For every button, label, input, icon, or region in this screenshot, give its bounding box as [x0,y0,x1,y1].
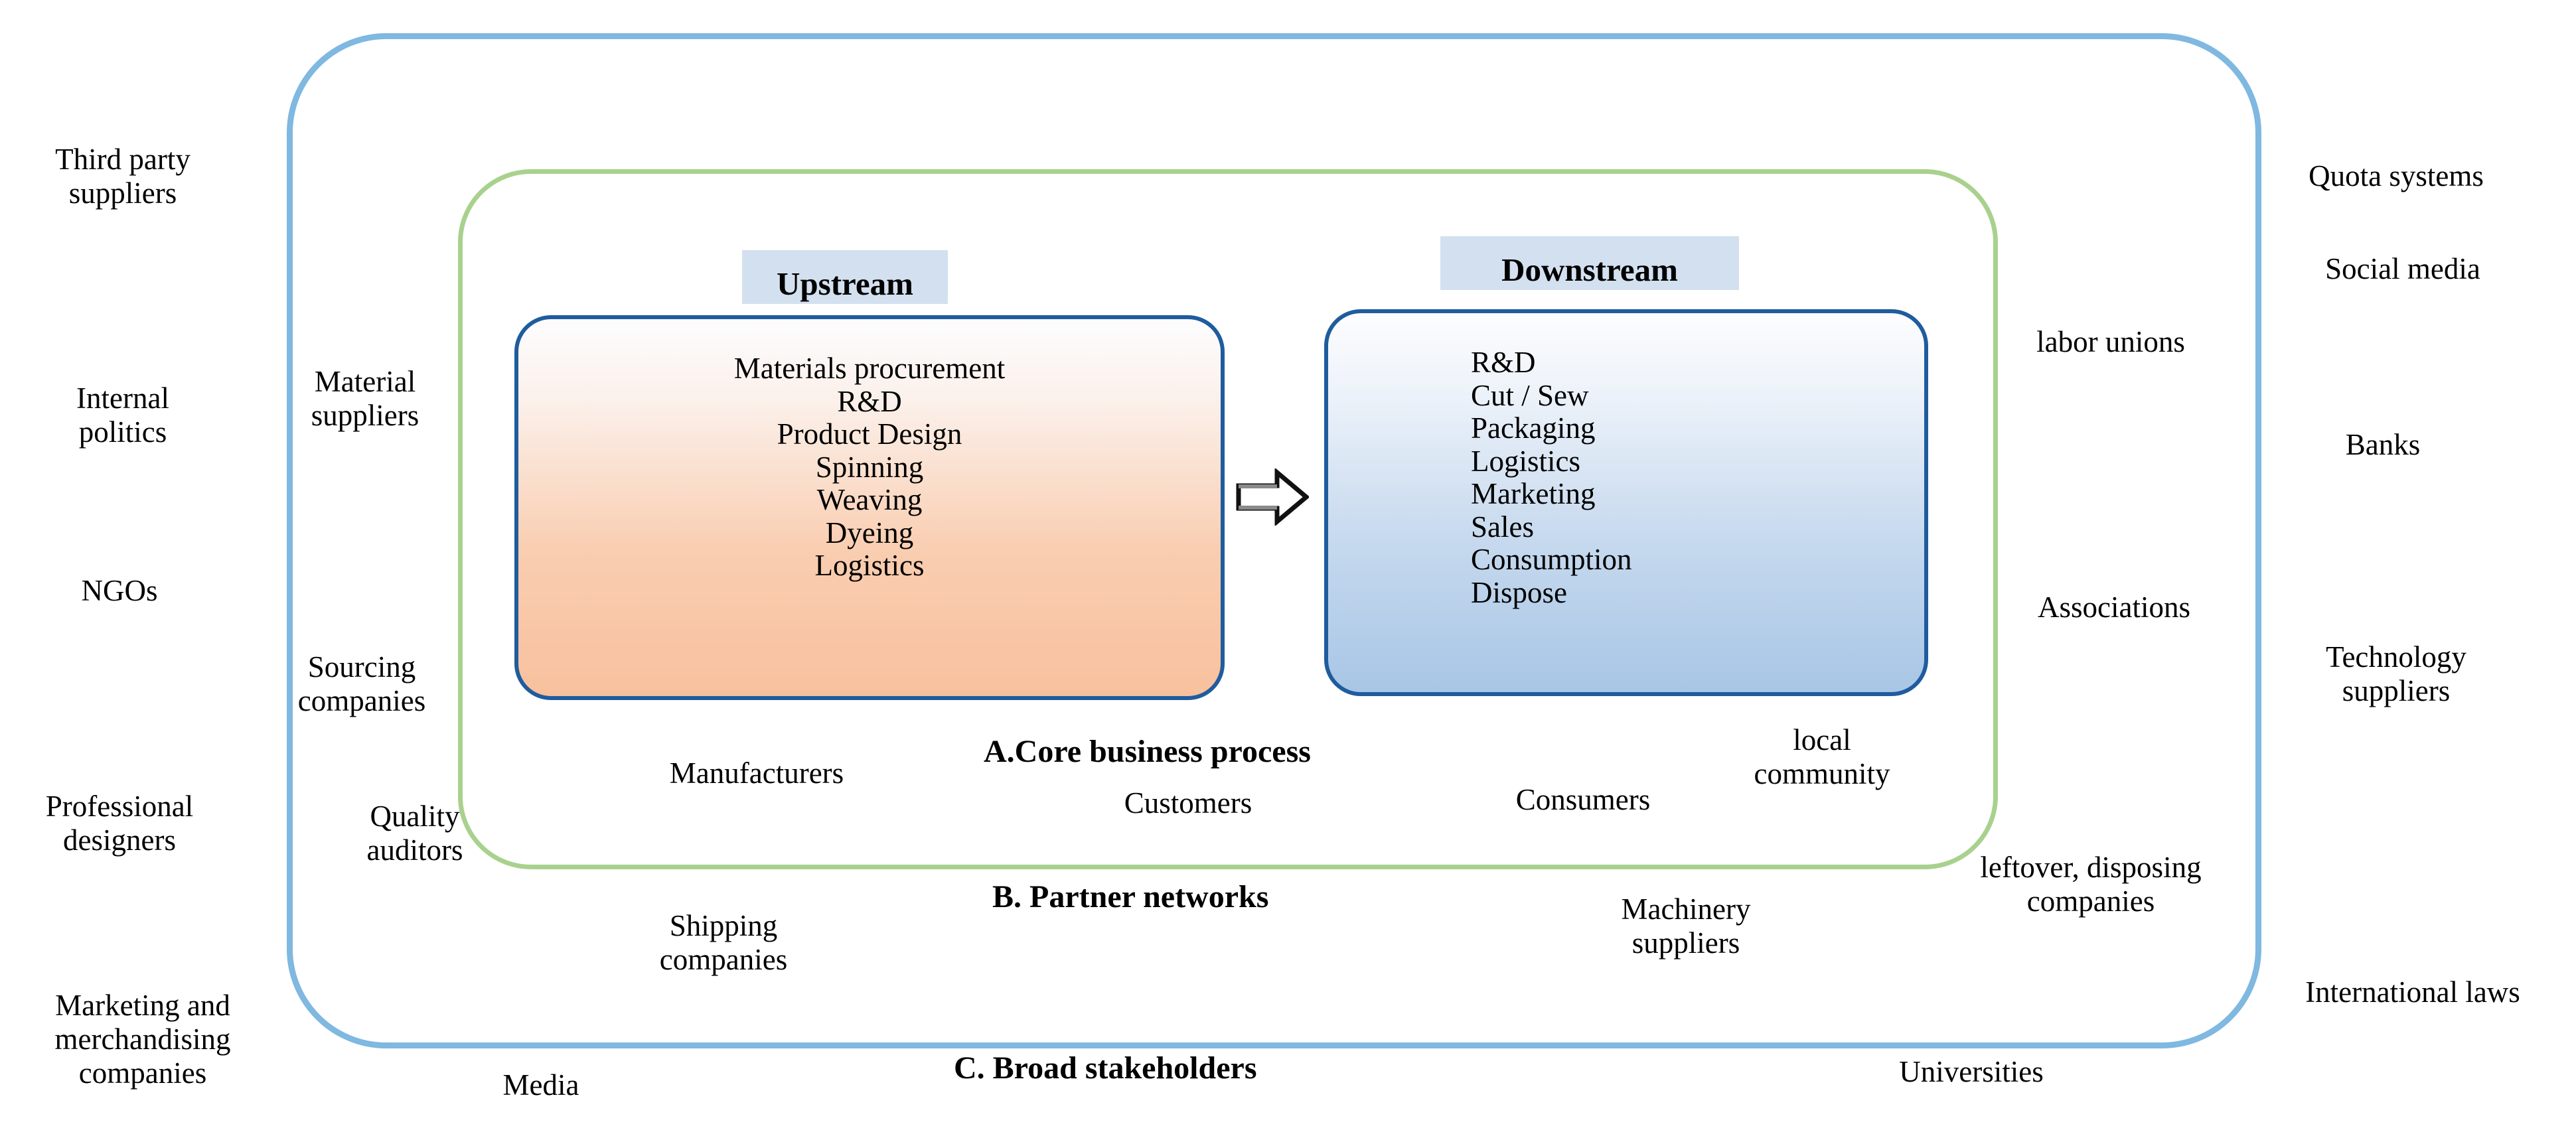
label-consumers: Consumers [1515,783,1651,816]
caption-broad-stakeholders: C. Broad stakeholders [954,1050,1257,1086]
label-shipping-companies: Shipping companies [659,909,788,976]
downstream-header: Downstream [1440,236,1739,290]
label-third-party-suppliers: Third party suppliers [55,143,190,210]
label-quota-systems: Quota systems [2309,159,2484,192]
right-arrow-icon [1236,468,1309,526]
label-technology-suppliers: Technology suppliers [2326,640,2466,707]
upstream-step: Logistics [814,549,925,582]
upstream-step-list: Materials procurement R&D Product Design… [518,352,1221,583]
upstream-header: Upstream [742,250,948,304]
upstream-step: R&D [837,384,902,418]
upstream-step: Weaving [816,483,923,516]
upstream-step: Dyeing [825,516,914,549]
label-sourcing-companies: Sourcing companies [297,650,426,717]
label-universities: Universities [1899,1055,2044,1088]
downstream-step: Consumption [1471,543,1632,576]
label-material-suppliers: Material suppliers [311,365,419,432]
label-marketing-merchandising-companies: Marketing and merchandising companies [54,989,231,1090]
label-international-laws: International laws [2305,975,2520,1009]
downstream-step: R&D [1471,346,1536,379]
label-ngos: NGOs [81,574,158,607]
label-quality-auditors: Quality auditors [366,800,463,867]
downstream-process-box: R&D Cut / Sew Packaging Logistics Market… [1324,309,1928,696]
label-social-media: Social media [2325,252,2480,285]
upstream-process-box: Materials procurement R&D Product Design… [514,315,1225,700]
label-leftover-disposing-companies: leftover, disposing companies [1980,851,2202,918]
upstream-step: Materials procurement [733,352,1006,385]
downstream-step-list: R&D Cut / Sew Packaging Logistics Market… [1328,346,1924,609]
downstream-step: Sales [1471,510,1534,543]
label-banks: Banks [2345,428,2421,461]
upstream-step: Product Design [777,417,962,451]
label-labor-unions: labor unions [2036,325,2185,358]
caption-partner-networks: B. Partner networks [992,879,1269,914]
label-local-community: local community [1754,723,1890,790]
downstream-step: Packaging [1471,411,1596,445]
label-manufacturers: Manufacturers [669,756,844,790]
label-media: Media [502,1068,579,1102]
broad-stakeholders-boundary [287,33,2261,1048]
downstream-step: Cut / Sew [1471,378,1589,412]
label-internal-politics: Internal politics [76,382,169,449]
downstream-step: Dispose [1471,575,1567,609]
caption-core-business-process: A.Core business process [984,734,1311,769]
downstream-step: Logistics [1471,444,1580,478]
downstream-step: Marketing [1471,477,1596,510]
label-associations: Associations [2038,591,2190,624]
upstream-step: Spinning [815,450,924,484]
label-professional-designers: Professional designers [45,790,194,857]
label-machinery-suppliers: Machinery suppliers [1621,893,1751,960]
partner-networks-boundary [458,169,1998,869]
label-customers: Customers [1124,786,1252,820]
